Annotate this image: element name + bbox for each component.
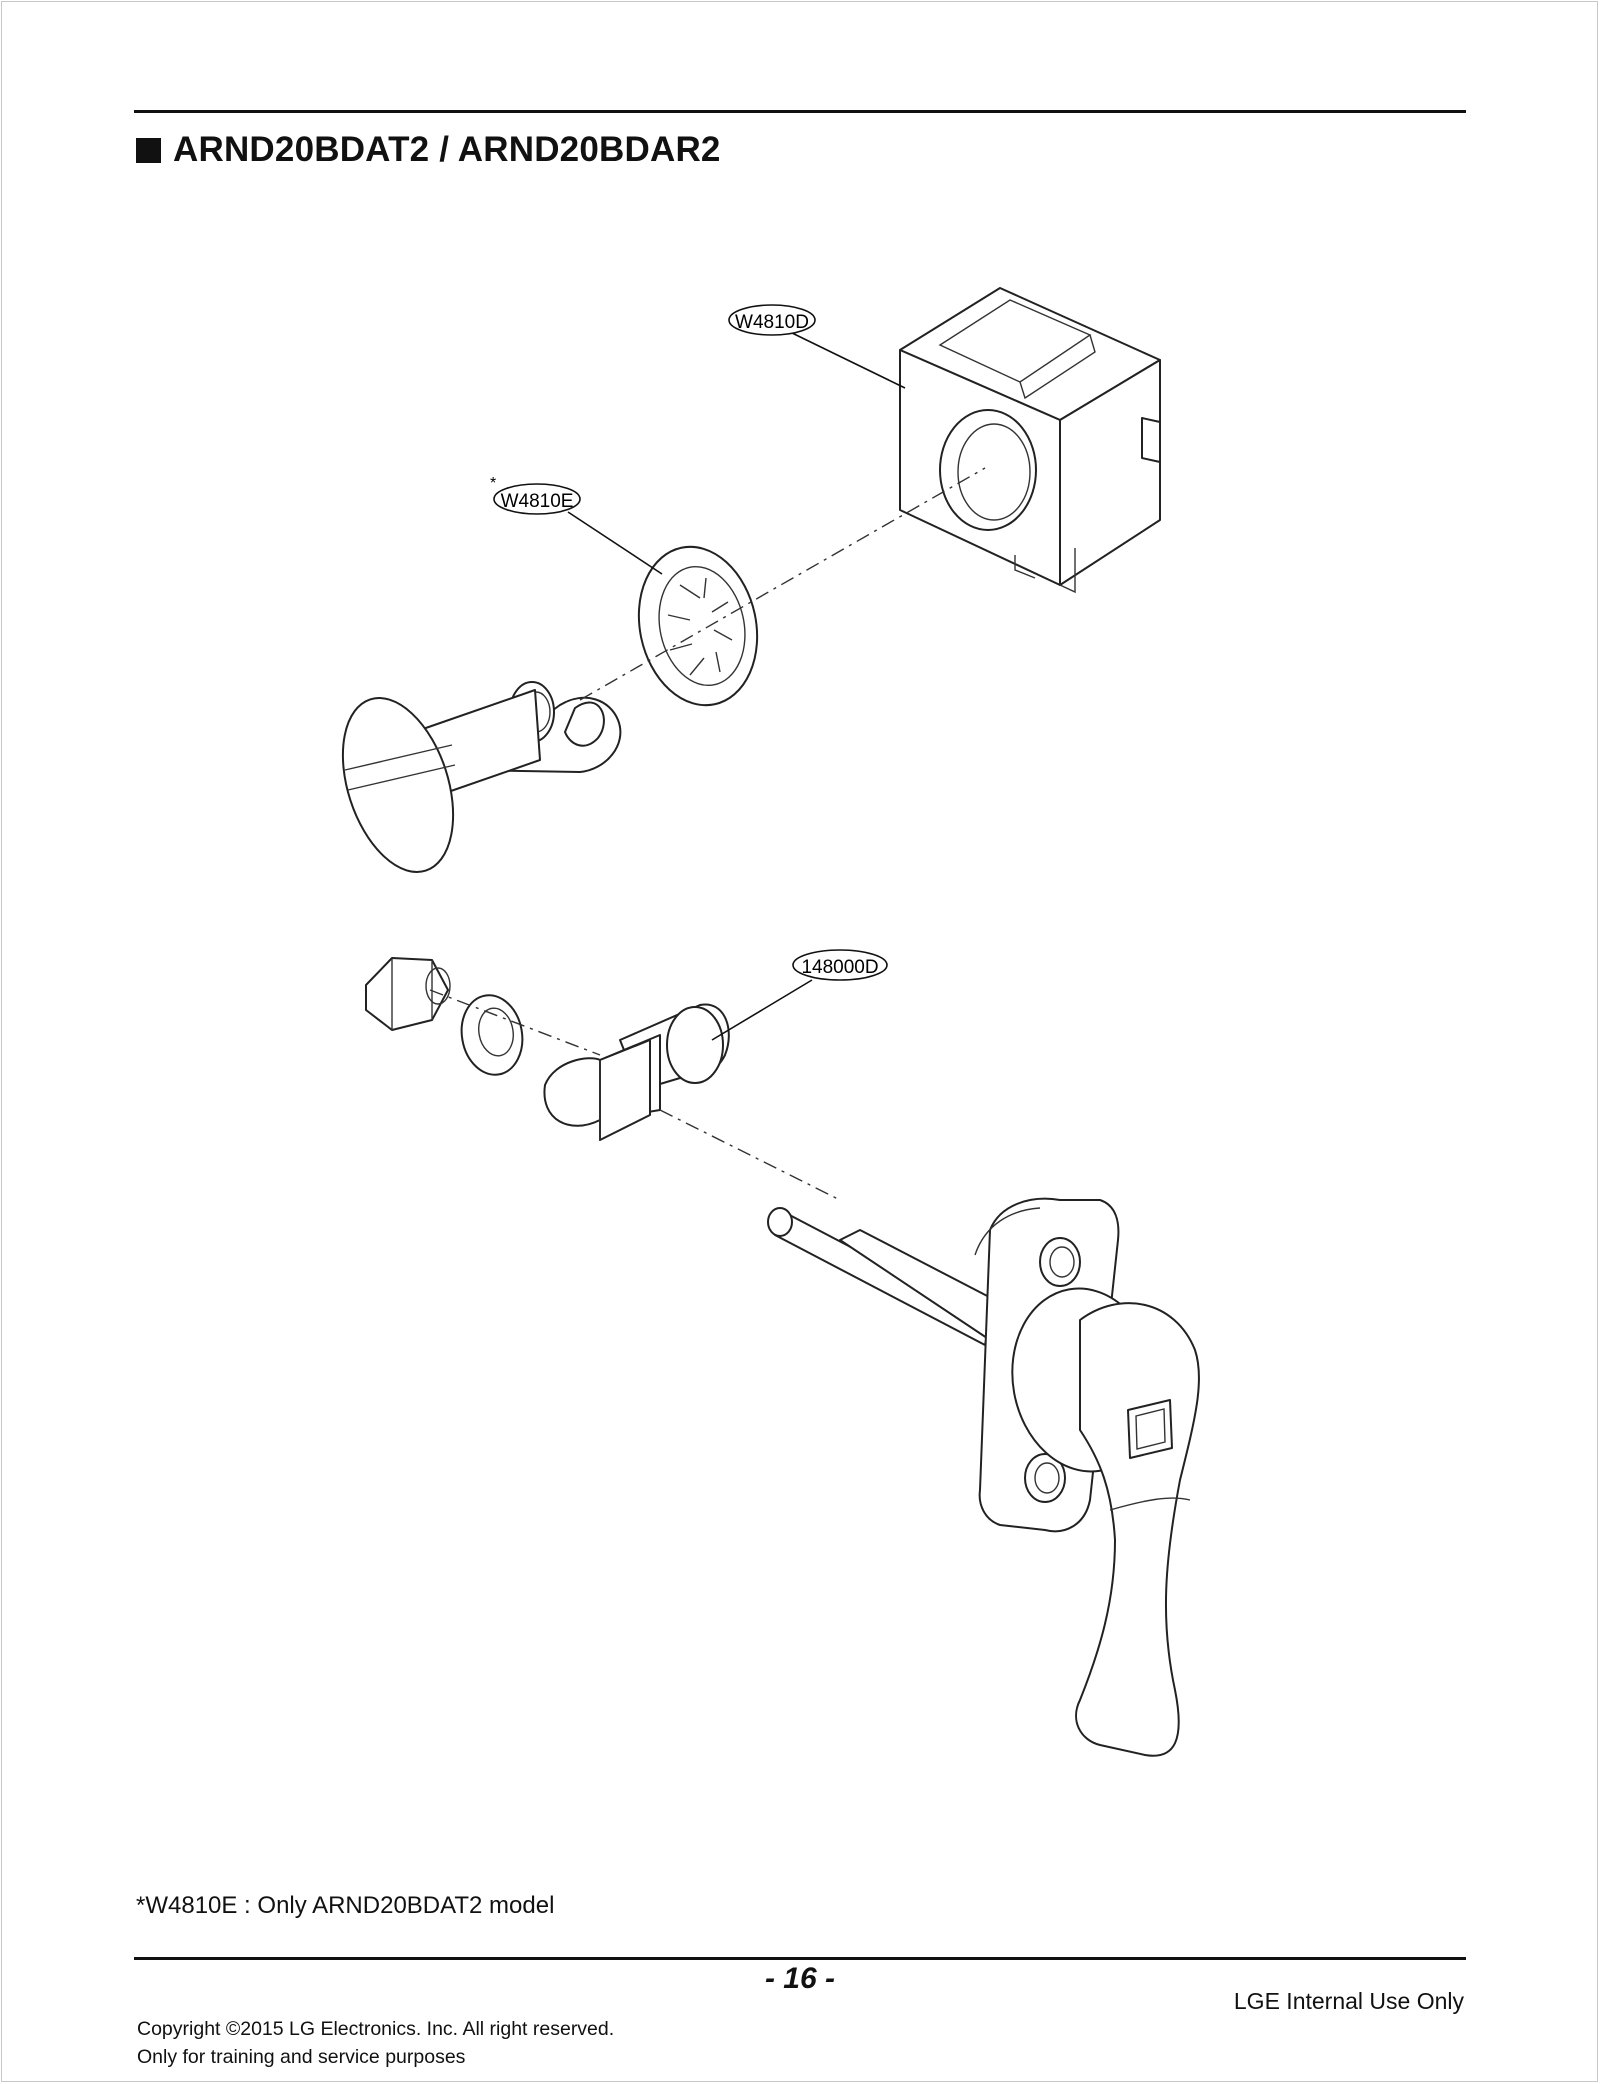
callout-148000d: 148000D — [711, 949, 888, 1041]
part-lock-washer — [460, 994, 524, 1076]
header-rule — [134, 110, 1466, 113]
part-hex-nut — [365, 957, 451, 1031]
part-slotted-stud — [341, 681, 622, 873]
axis-line-lower — [429, 989, 841, 1201]
callout-w4810d-label: W4810D — [735, 312, 809, 333]
page-number: - 16 - — [764, 1962, 836, 1995]
callout-w4810e-marker: * — [490, 475, 496, 492]
callout-w4810e-label: W4810E — [501, 491, 574, 512]
section-title-text: ARND20BDAT2 / ARND20BDAR2 — [173, 130, 721, 169]
axis-line-upper — [579, 467, 986, 701]
footer-rule — [134, 1957, 1466, 1960]
square-bullet-icon — [136, 137, 161, 163]
callout-w4810e: W4810E * — [490, 475, 663, 575]
footnote: *W4810E : Only ARND20BDAT2 model — [136, 1892, 555, 1919]
internal-use-label: LGE Internal Use Only — [1233, 1988, 1464, 2014]
copyright-line-1: Copyright ©2015 LG Electronics. Inc. All… — [137, 2018, 615, 2040]
part-148000d-cam — [543, 1003, 730, 1141]
callout-148000d-label: 148000D — [801, 957, 878, 978]
copyright-line-2: Only for training and service purposes — [137, 2046, 466, 2068]
part-w4810d-bracket — [899, 287, 1161, 594]
part-door-handle — [767, 1197, 1200, 1757]
section-title: ARND20BDAT2 / ARND20BDAR2 — [136, 128, 721, 172]
part-w4810e-washer — [637, 545, 759, 707]
copyright-notice: Copyright ©2015 LG Electronics. Inc. All… — [137, 2015, 614, 2071]
callout-w4810d: W4810D — [728, 304, 906, 389]
